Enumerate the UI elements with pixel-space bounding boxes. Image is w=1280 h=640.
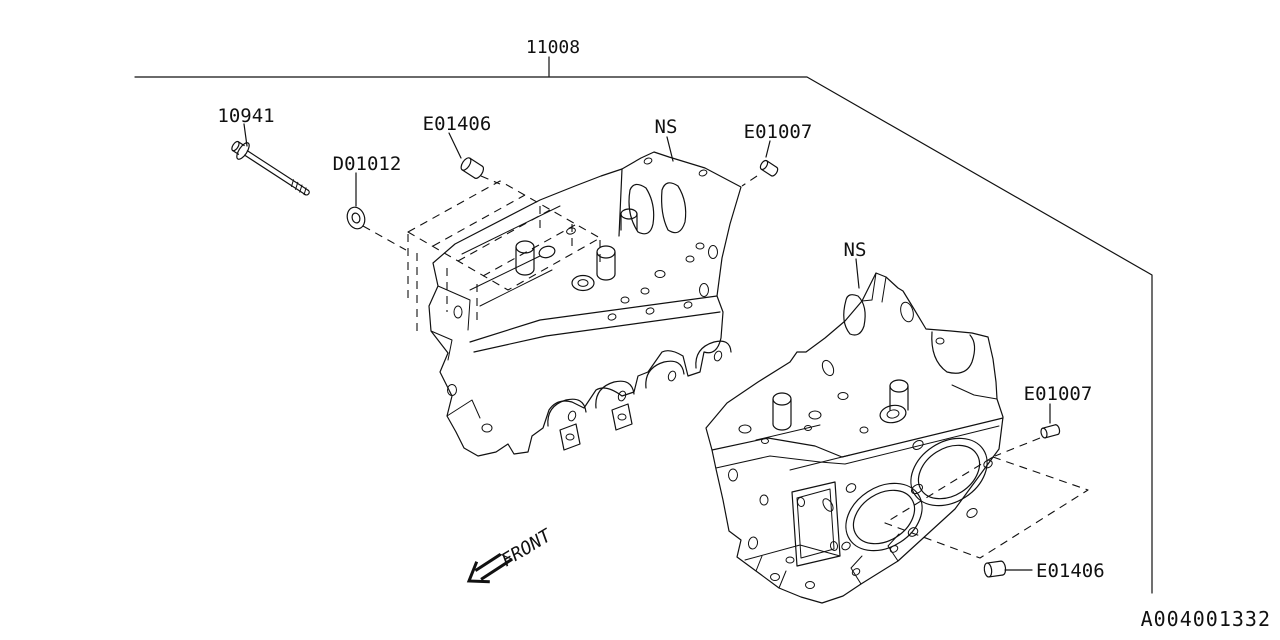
diagram-code: A004001332 <box>1141 607 1271 631</box>
front-label: FRONT <box>498 525 556 572</box>
part-label-NS-right[interactable]: NS <box>844 239 867 261</box>
stud-boss <box>515 208 638 281</box>
callout-bracket-11008: 11008 <box>134 37 1153 594</box>
part-label-NS-left[interactable]: NS <box>655 116 678 138</box>
hidden-gasket-outline-right <box>884 437 1089 559</box>
part-label-E01406-left[interactable]: E01406 <box>423 113 492 135</box>
part-label-E01007-left[interactable]: E01007 <box>744 121 813 143</box>
part-label-10941[interactable]: 10941 <box>217 105 274 127</box>
part-label-E01406-right[interactable]: E01406 <box>1036 560 1105 582</box>
part-bolt-10941: 10941 <box>217 105 310 196</box>
front-arrow-icon <box>466 553 513 584</box>
part-pin-E01007-left: E01007 <box>741 121 813 187</box>
part-label-D01012[interactable]: D01012 <box>333 153 402 175</box>
cylinder-block-left-half <box>428 151 742 457</box>
part-label-E01007-right[interactable]: E01007 <box>1024 383 1093 405</box>
front-direction-arrow: FRONT <box>466 525 556 584</box>
part-dowel-E01406-left: E01406 <box>423 113 501 185</box>
part-dowel-E01406-right: E01406 <box>983 560 1105 582</box>
part-pin-E01007-right: E01007 <box>1024 383 1093 439</box>
part-label-11008[interactable]: 11008 <box>526 37 580 58</box>
cylinder-block-right-half <box>705 272 1004 604</box>
part-washer-D01012: D01012 <box>333 153 407 251</box>
callout-NS-left: NS <box>655 116 678 162</box>
hidden-head-outline-left <box>407 180 601 337</box>
callout-NS-right: NS <box>844 239 867 289</box>
